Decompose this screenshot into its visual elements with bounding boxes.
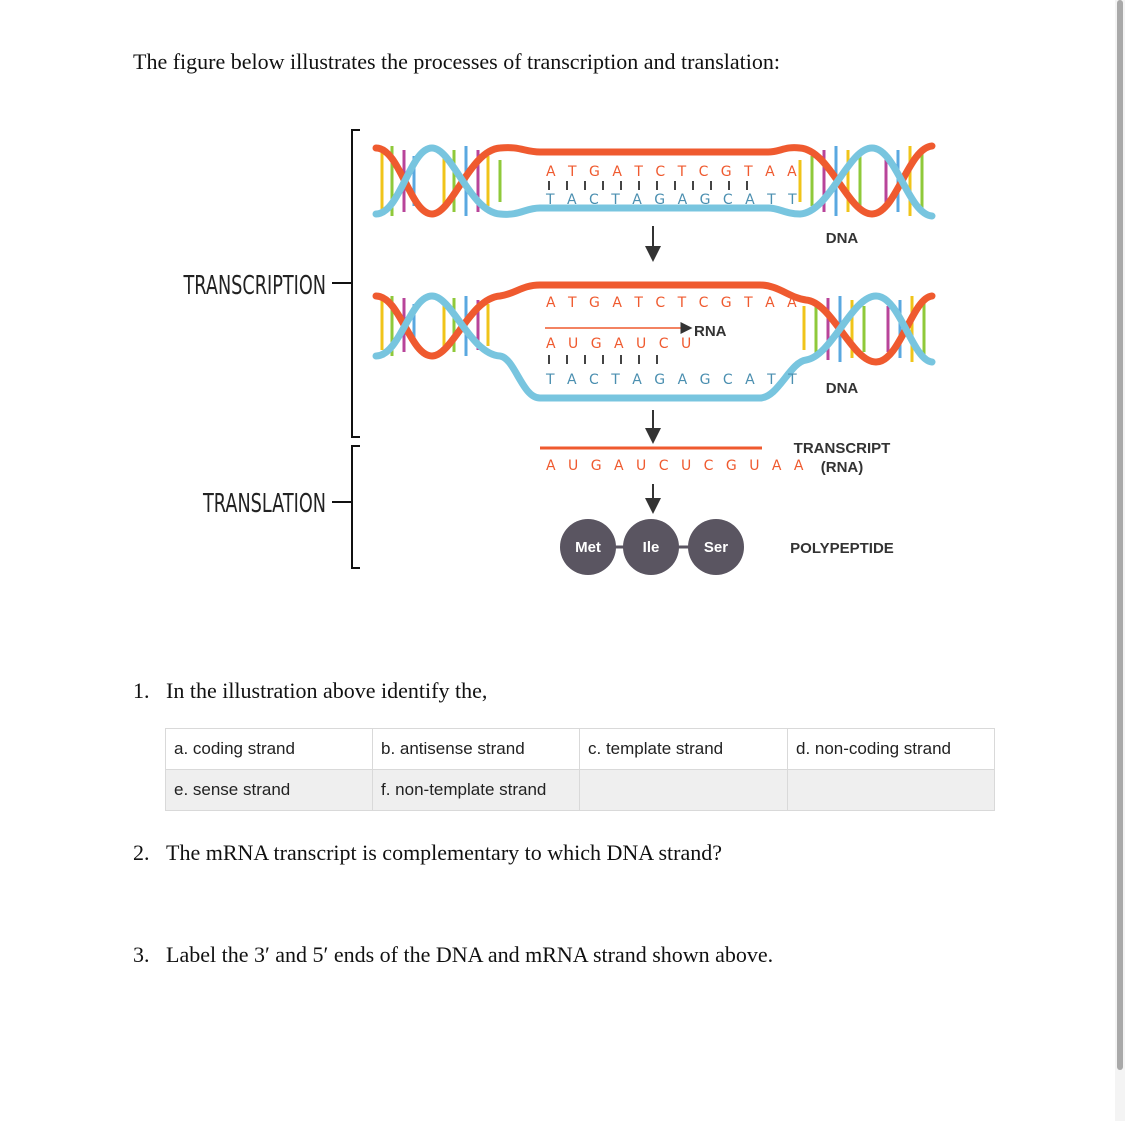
base-pair-ticks-1 bbox=[548, 181, 748, 190]
transcription-bracket bbox=[332, 129, 360, 438]
term-c: c. template strand bbox=[579, 728, 788, 770]
terms-row: a. coding strand b. antisense strand c. … bbox=[165, 728, 995, 770]
polypeptide-label: POLYPEPTIDE bbox=[790, 540, 894, 557]
translation-label: TRANSLATION bbox=[202, 489, 326, 519]
dna-helix-row-1: A T G A T C T C G T A A T A C T A G A G … bbox=[372, 142, 936, 220]
helix-rungs-right-1 bbox=[798, 146, 924, 216]
intro-text: The figure below illustrates the process… bbox=[133, 49, 780, 74]
question-1: 1. In the illustration above identify the… bbox=[133, 678, 487, 704]
term-a: a. coding strand bbox=[165, 728, 373, 770]
dna-label-2: DNA bbox=[826, 380, 859, 397]
term-e: e. sense strand bbox=[165, 769, 373, 811]
term-d: d. non-coding strand bbox=[787, 728, 995, 770]
terms-row: e. sense strand f. non-template strand bbox=[165, 769, 995, 811]
vertical-scrollbar[interactable] bbox=[1115, 0, 1125, 1121]
term-b: b. antisense strand bbox=[372, 728, 580, 770]
question-2-text: The mRNA transcript is complementary to … bbox=[166, 840, 722, 865]
transcript-label-line-2: (RNA) bbox=[821, 459, 864, 476]
transcription-label: TRANSCRIPTION bbox=[183, 271, 326, 301]
transcription-translation-figure: TRANSCRIPTION TRANSLATION bbox=[183, 129, 936, 575]
dna-helix-row-2: A T G A T C T C G T A A A U G A U C U T … bbox=[372, 281, 936, 402]
translation-bracket bbox=[332, 445, 360, 569]
question-2: 2. The mRNA transcript is complementary t… bbox=[133, 840, 722, 866]
amino-acid-ile-label: Ile bbox=[643, 539, 660, 556]
dna-top-strand-2: A T G A T C T C G T A A bbox=[546, 295, 801, 311]
question-1-number: 1. bbox=[133, 678, 150, 703]
empty-cell bbox=[579, 769, 788, 811]
dna-label-1: DNA bbox=[826, 230, 859, 247]
question-3-text: Label the 3′ and 5′ ends of the DNA and … bbox=[166, 942, 774, 967]
rna-partial-strand: A U G A U C U bbox=[546, 336, 695, 352]
base-pair-ticks-2 bbox=[548, 355, 658, 364]
amino-acid-met-label: Met bbox=[575, 539, 601, 556]
question-2-number: 2. bbox=[133, 840, 150, 865]
question-1-text: In the illustration above identify the, bbox=[166, 678, 488, 703]
amino-acid-ser bbox=[688, 519, 744, 575]
empty-cell bbox=[787, 769, 995, 811]
transcript-label-line-1: TRANSCRIPT bbox=[794, 440, 891, 457]
dna-bottom-strand-2: T A C T A G A G C A T T bbox=[545, 372, 801, 388]
mrna-strand: A U G A U C U C G U A A bbox=[546, 458, 808, 474]
amino-acid-met bbox=[560, 519, 616, 575]
rna-label: RNA bbox=[694, 323, 727, 340]
scrollbar-thumb[interactable] bbox=[1117, 0, 1123, 1070]
amino-acid-ser-label: Ser bbox=[704, 539, 728, 556]
term-f: f. non-template strand bbox=[372, 769, 580, 811]
question-3-number: 3. bbox=[133, 942, 150, 967]
amino-acid-ile bbox=[623, 519, 679, 575]
terms-table: a. coding strand b. antisense strand c. … bbox=[165, 728, 995, 811]
question-3: 3. Label the 3′ and 5′ ends of the DNA an… bbox=[133, 942, 773, 968]
dna-bottom-strand-1: T A C T A G A G C A T T bbox=[545, 192, 801, 208]
helix-rungs-left-2 bbox=[380, 296, 490, 356]
dna-top-strand-1: A T G A T C T C G T A A bbox=[546, 164, 801, 180]
